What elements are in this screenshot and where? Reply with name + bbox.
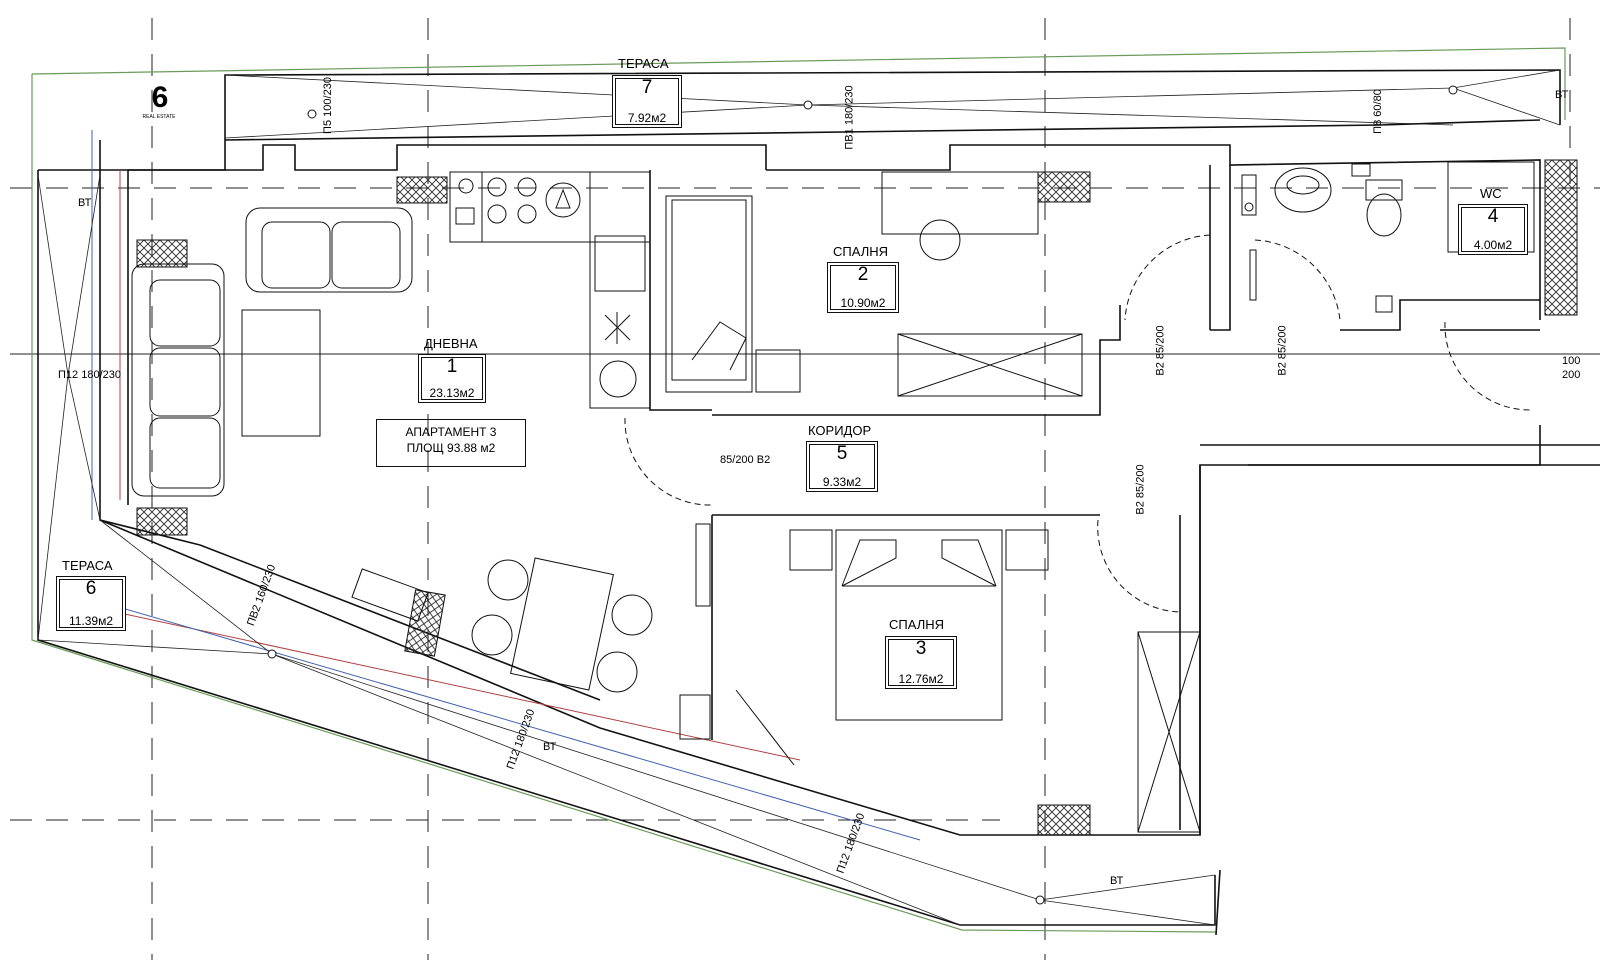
- opening-tag-2: ПВ1 180/230: [843, 85, 856, 150]
- room-name-6: ТЕРАСА: [62, 558, 113, 573]
- opening-tag-3: П8 60/80: [1371, 89, 1384, 134]
- door-tag-1: В2 85/200: [1154, 325, 1167, 376]
- structural-columns: [136, 159, 1578, 836]
- opening-width: 100: [321, 98, 334, 117]
- room-name-2: СПАЛНЯ: [833, 244, 888, 259]
- door-height: 200: [735, 454, 754, 466]
- terrace-slopes: [37, 69, 1561, 926]
- entry-height: 200: [1562, 369, 1581, 381]
- room-area-7: 7.92м2: [627, 111, 667, 125]
- room-area-4: 4.00м2: [1473, 238, 1513, 252]
- door-height: 200: [1154, 325, 1167, 344]
- opening-code: П5: [321, 119, 334, 134]
- room-area-6: 11.39м2: [68, 614, 114, 628]
- opening-width: 180: [843, 106, 856, 126]
- room-number-4: 4: [1487, 206, 1499, 227]
- room-area-5: 9.33м2: [822, 475, 862, 489]
- room-area-2: 10.90м2: [840, 296, 886, 310]
- door-tag-4: В2 85/200: [1134, 464, 1147, 515]
- kitchen: [449, 171, 651, 409]
- opening-width: 180: [81, 369, 100, 381]
- room-number-2: 2: [857, 264, 869, 285]
- room-number-6: 6: [85, 578, 97, 599]
- drain-points: [267, 85, 1458, 905]
- door-code: В2: [1134, 501, 1147, 515]
- door-width: 85: [1134, 485, 1147, 499]
- door-width: 85: [1276, 346, 1289, 360]
- dining-set: [351, 557, 653, 693]
- room-number-1: 1: [446, 356, 458, 377]
- room-area-1: 23.13м2: [429, 386, 475, 400]
- apartment-title: АПАРТАМЕНТ 3: [405, 425, 497, 439]
- room-name-1: ДНЕВНА: [424, 336, 478, 351]
- door-code: В2: [756, 454, 771, 466]
- room-tag-4: 4 4.00м2: [1458, 204, 1528, 255]
- grid-lines: [10, 18, 1600, 960]
- boundary-bottom: [31, 74, 1217, 933]
- room-number-3: 3: [915, 638, 927, 659]
- opening-code: П12: [58, 369, 79, 381]
- door-tag-3: 85/200 В2: [720, 454, 771, 466]
- room-name-7: ТЕРАСА: [618, 56, 669, 71]
- room-tag-1: 1 23.13м2: [418, 354, 486, 403]
- drain-label: ВТ: [1555, 89, 1569, 101]
- boundary-top: [31, 47, 1566, 120]
- room-tag-7: 7 7.92м2: [612, 75, 682, 128]
- door-swings: [624, 234, 1531, 613]
- room-tag-5: 5 9.33м2: [806, 441, 878, 492]
- room-number-7: 7: [641, 77, 653, 98]
- room-tag-3: 3 12.76м2: [885, 636, 957, 689]
- door-width: 85: [1154, 346, 1167, 360]
- opening-tag-1: П5 100/230: [321, 77, 334, 134]
- opening-tag-4: П12 180/230: [58, 369, 121, 381]
- apartment-area: ПЛОЩ 93.88 м2: [406, 441, 496, 455]
- door-height: 200: [1276, 325, 1289, 344]
- opening-width: 60: [1371, 104, 1384, 117]
- door-code: В2: [1276, 362, 1289, 376]
- drain-label: ВТ: [78, 197, 92, 209]
- opening-height: 230: [321, 77, 334, 96]
- living-furniture: [131, 207, 413, 497]
- apartment-summary: АПАРТАМЕНТ 3 ПЛОЩ 93.88 м2: [376, 419, 526, 467]
- opening-height: 230: [102, 369, 121, 381]
- bedroom-3-furniture: [679, 523, 1201, 833]
- drain-label: ВТ: [543, 741, 557, 753]
- room-number-5: 5: [836, 443, 848, 464]
- door-height: 200: [1134, 464, 1147, 483]
- entry-door-tag: 100 200: [1562, 354, 1580, 382]
- opening-height: 80: [1371, 89, 1384, 102]
- door-tag-2: В2 85/200: [1276, 325, 1289, 376]
- opening-code: ПВ1: [843, 128, 856, 150]
- logo-mark: 6: [151, 81, 169, 114]
- room-tag-6: 6 11.39м2: [56, 576, 126, 631]
- company-logo: 6 REAL ESTATE: [136, 81, 182, 121]
- bedroom-2-furniture: [665, 171, 1083, 397]
- logo-text: REAL ESTATE: [142, 114, 176, 120]
- opening-height: 230: [843, 85, 856, 104]
- drain-label: ВТ: [1110, 875, 1124, 887]
- room-name-3: СПАЛНЯ: [889, 617, 944, 632]
- room-name-5: КОРИДОР: [808, 423, 872, 438]
- bathroom-fixtures: [1241, 161, 1535, 313]
- door-width: 85: [720, 454, 733, 466]
- room-name-4: WC: [1480, 186, 1502, 201]
- entry-width: 100: [1562, 355, 1581, 367]
- room-tag-2: 2 10.90м2: [827, 262, 899, 313]
- room-area-3: 12.76м2: [898, 672, 944, 686]
- door-code: В2: [1154, 362, 1167, 376]
- opening-code: П8: [1371, 119, 1384, 134]
